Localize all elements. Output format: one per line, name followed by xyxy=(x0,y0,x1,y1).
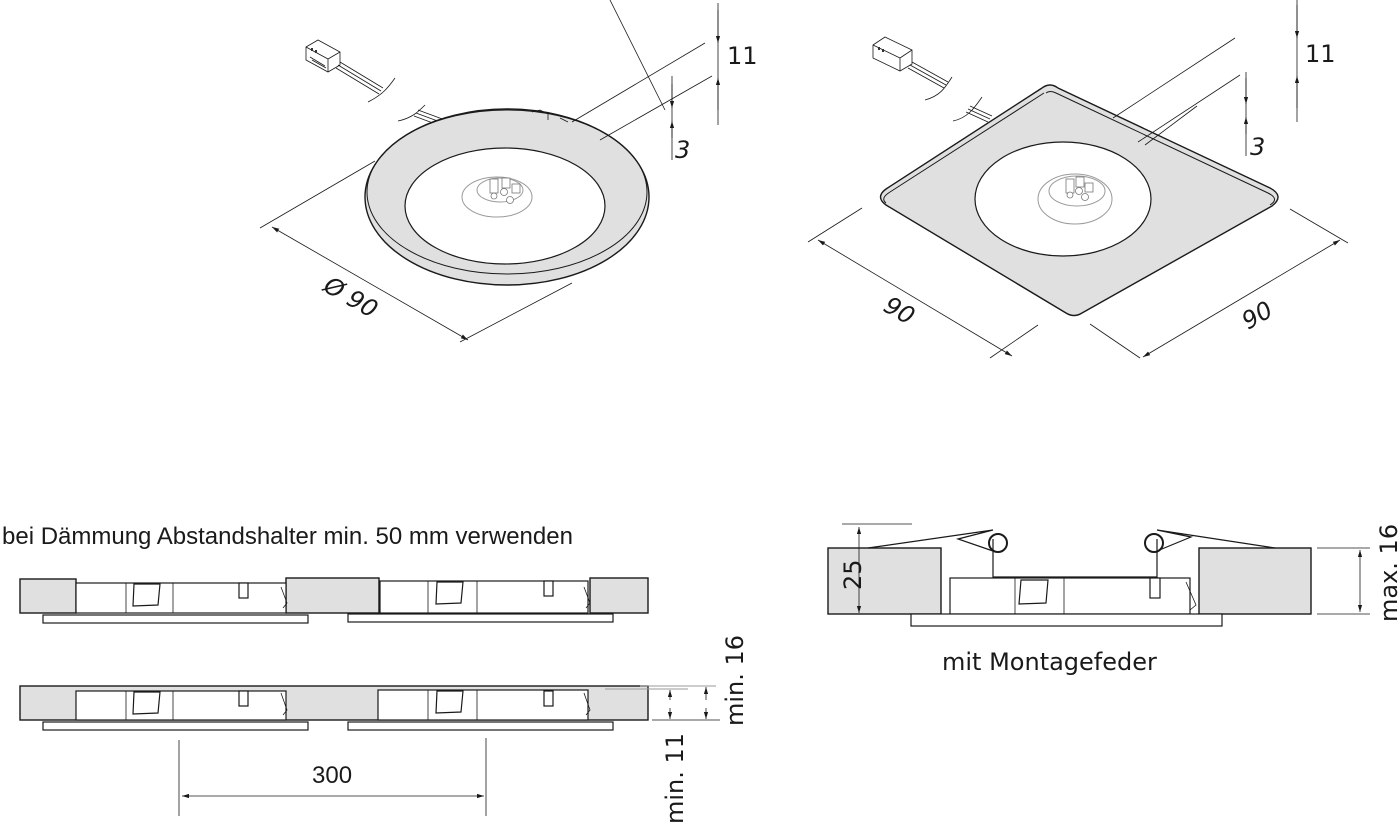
connector-plug-icon xyxy=(305,39,396,103)
spring-mount-caption: mit Montagefeder xyxy=(942,648,1157,676)
round-height-label: 11 xyxy=(727,42,758,70)
led-cluster-icon xyxy=(461,176,533,218)
led-cluster-icon xyxy=(1037,173,1113,225)
min-11-label: min. 11 xyxy=(661,733,689,824)
section-row-separate-cutouts xyxy=(19,577,649,624)
spring-mount-section: 25 max. 16 mit Montagefeder xyxy=(827,523,1400,676)
spring-height-label: 25 xyxy=(839,559,867,590)
connector-plug-icon xyxy=(872,36,953,101)
round-light-isometric: 11 3 Ø 90 xyxy=(259,0,758,343)
square-depth-label: 90 xyxy=(1237,296,1277,336)
square-light-isometric: 11 3 90 90 xyxy=(807,0,1349,359)
min-16-label: min. 16 xyxy=(721,635,749,726)
max-16-label: max. 16 xyxy=(1375,524,1400,622)
square-thickness-label: 3 xyxy=(1250,133,1265,161)
round-diameter-label: Ø 90 xyxy=(318,270,382,323)
square-height-label: 11 xyxy=(1305,40,1336,68)
round-thickness-label: 3 xyxy=(675,136,690,164)
insulation-note: bei Dämmung Abstandshalter min. 50 mm ve… xyxy=(2,523,573,550)
spacing-label: 300 xyxy=(312,762,352,789)
section-row-continuous-cutout: min. 16 min. 11 300 xyxy=(19,635,749,824)
